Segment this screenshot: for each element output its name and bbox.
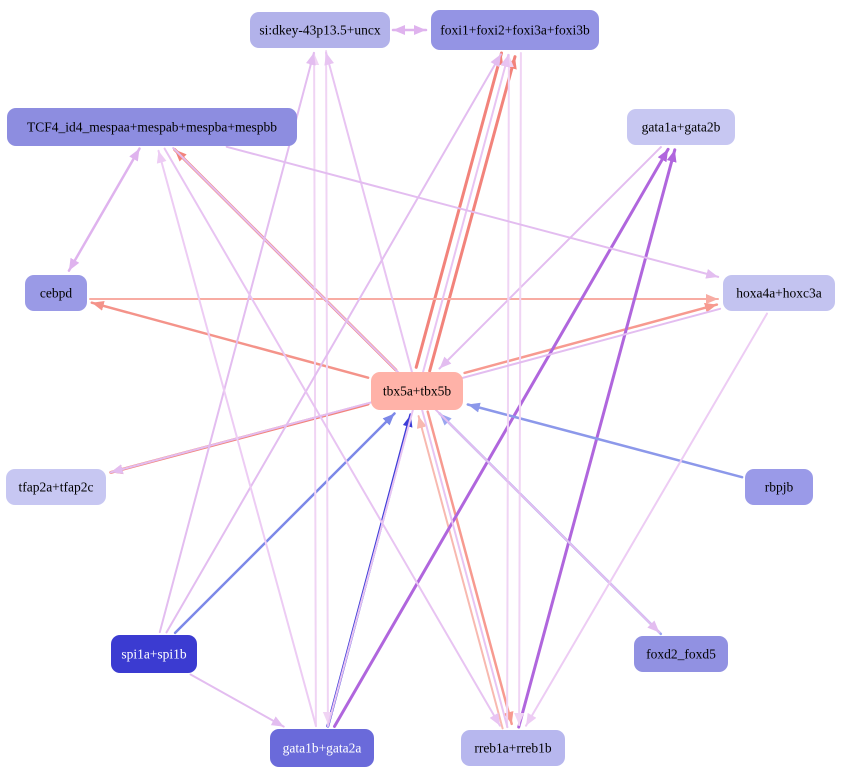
node-box[interactable] — [745, 469, 813, 505]
node-cebpd[interactable]: cebpd — [25, 275, 87, 311]
edge-rbpjb-tbx5a — [466, 402, 744, 479]
node-foxi1[interactable]: foxi1+foxi2+foxi3a+foxi3b — [431, 10, 599, 50]
node-box[interactable] — [7, 108, 297, 146]
edge-tcf4-hoxa4a — [225, 145, 720, 279]
node-si_dkey[interactable]: si:dkey-43p13.5+uncx — [250, 12, 390, 48]
edge-rreb1a-tbx5a — [416, 415, 504, 730]
edge-layer — [67, 25, 768, 730]
edge-spi1a-gata1b — [189, 673, 285, 728]
node-gata1a[interactable]: gata1a+gata2b — [627, 109, 735, 145]
node-box[interactable] — [371, 372, 463, 410]
node-box[interactable] — [270, 729, 374, 767]
node-foxd2[interactable]: foxd2_foxd5 — [634, 636, 728, 672]
edge-tcf4-rreb1a — [163, 147, 501, 727]
node-rbpjb[interactable]: rbpjb — [745, 469, 813, 505]
edge-gata1a-tbx5a — [438, 146, 662, 370]
edge-si_dkey-gata1b — [322, 50, 333, 725]
edge-gata1b-gata1a — [333, 147, 670, 728]
edge-tbx5a-hoxa4a — [463, 302, 719, 375]
node-gata1b[interactable]: gata1b+gata2a — [270, 729, 374, 767]
node-box[interactable] — [111, 635, 197, 673]
node-tcf4[interactable]: TCF4_id4_mespaa+mespab+mespba+mespbb — [7, 108, 297, 146]
node-hoxa4a[interactable]: hoxa4a+hoxc3a — [723, 275, 835, 311]
node-layer: si:dkey-43p13.5+uncx foxi1+foxi2+foxi3a+f… — [6, 10, 835, 767]
edge-spi1a-tbx5a — [173, 412, 396, 635]
node-box[interactable] — [250, 12, 390, 48]
node-box[interactable] — [634, 636, 728, 672]
node-box[interactable] — [723, 275, 835, 311]
edge-tbx5a-rreb1a — [426, 410, 514, 726]
edge-gata1b-tcf4 — [156, 149, 317, 728]
node-tbx5a[interactable]: tbx5a+tbx5b — [371, 372, 463, 410]
edge-foxi1-rreb1a — [514, 52, 525, 726]
node-spi1a[interactable]: spi1a+spi1b — [111, 635, 197, 673]
edge-tbx5a-foxi1 — [414, 51, 504, 369]
node-box[interactable] — [25, 275, 87, 311]
edge-spi1a-foxi1 — [165, 53, 502, 634]
node-box[interactable] — [461, 730, 565, 766]
edge-tcf4-cebpd — [67, 147, 141, 272]
edge-hoxa4a-rreb1a — [525, 312, 768, 727]
edge-rreb1a-foxi1 — [503, 54, 514, 728]
node-box[interactable] — [6, 469, 106, 505]
node-tfap2a[interactable]: tfap2a+tfap2c — [6, 469, 106, 505]
node-box[interactable] — [627, 109, 735, 145]
edge-spi1a-si_dkey — [158, 51, 316, 634]
edge-tbx5a-foxi1 — [428, 55, 517, 373]
edge-gata1b-si_dkey — [309, 52, 320, 727]
node-box[interactable] — [431, 10, 599, 50]
node-rreb1a[interactable]: rreb1a+rreb1b — [461, 730, 565, 766]
